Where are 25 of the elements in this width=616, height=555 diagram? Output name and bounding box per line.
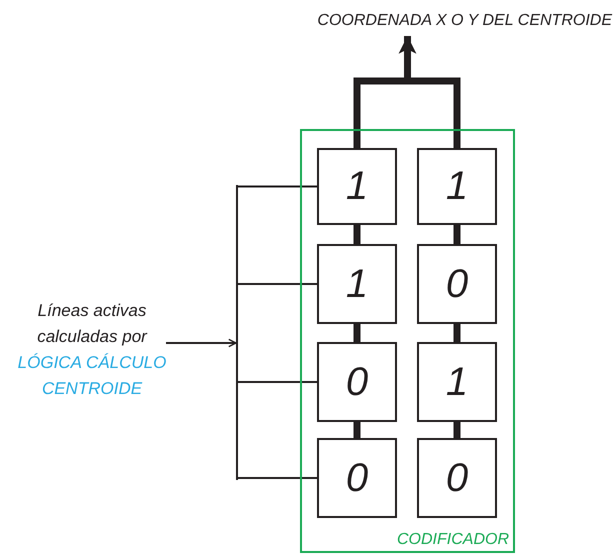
- bus-line: [236, 185, 238, 480]
- source-label: LÓGICA CÁLCULO CENTROIDE: [16, 352, 168, 400]
- connector-line: [354, 324, 360, 342]
- bit-box: 0: [417, 438, 497, 518]
- connector-line: [454, 225, 460, 244]
- bit-box: 1: [317, 148, 397, 225]
- branch-line: [238, 283, 317, 285]
- encoder-title: CODIFICADOR: [397, 531, 509, 549]
- input-arrow: [166, 338, 237, 348]
- input-label: Líneas activas calculadas por: [36, 300, 148, 348]
- branch-line: [238, 186, 317, 188]
- bit-box: 1: [417, 342, 497, 422]
- branch-line: [238, 381, 317, 383]
- connector-line: [454, 324, 460, 342]
- bit-box: 1: [417, 148, 497, 225]
- connector-line: [354, 225, 360, 244]
- connector-line: [454, 422, 460, 438]
- bit-box: 0: [317, 342, 397, 422]
- bit-box: 1: [317, 244, 397, 324]
- output-label: COORDENADA X O Y DEL CENTROIDE: [296, 12, 612, 34]
- branch-line: [238, 477, 317, 479]
- encoder-frame: [300, 129, 515, 553]
- bit-box: 0: [417, 244, 497, 324]
- connector-line: [354, 422, 360, 438]
- bit-box: 0: [317, 438, 397, 518]
